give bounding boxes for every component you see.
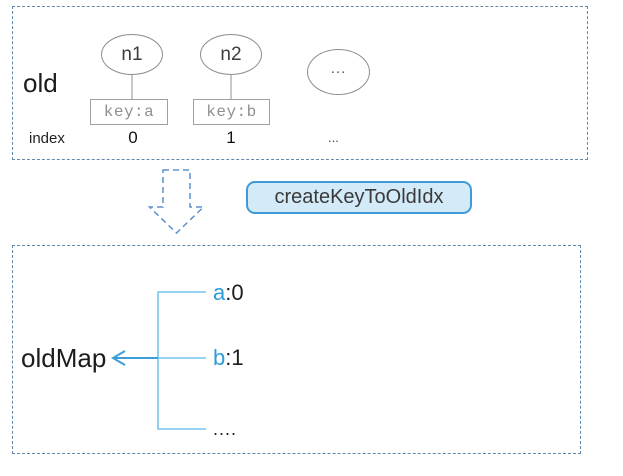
index-value-1: 1 <box>226 128 236 147</box>
map-entry-a-value: :0 <box>225 280 244 305</box>
node-n1: n1 <box>101 34 163 75</box>
map-entry-b: b:1 <box>213 344 244 371</box>
index-ellipsis: ... <box>328 130 339 145</box>
map-ellipsis: .... <box>213 419 238 439</box>
node-more-label: ... <box>330 59 347 77</box>
createKeyToOldIdx-button: createKeyToOldIdx <box>246 181 472 214</box>
old-list-box <box>12 6 588 160</box>
map-entry-a: a:0 <box>213 279 244 306</box>
index-label: index <box>29 130 65 147</box>
index-value-0: 0 <box>128 128 138 147</box>
key-b-box: key:b <box>193 99 270 125</box>
old-map-box <box>12 245 581 454</box>
dashed-down-arrow-icon <box>147 169 206 235</box>
key-a-label: key:a <box>103 103 155 121</box>
map-entry-b-key: b <box>213 345 226 370</box>
node-n1-label: n1 <box>121 43 143 65</box>
old-label: old <box>23 68 58 98</box>
key-a-box: key:a <box>90 99 168 125</box>
oldmap-label: oldMap <box>21 343 107 373</box>
map-entry-a-key: a <box>213 280 226 305</box>
node-n2-label: n2 <box>220 43 242 65</box>
node-more-ellipsis: ... <box>307 49 370 95</box>
node-n2: n2 <box>200 34 262 75</box>
key-b-label: key:b <box>206 103 257 121</box>
map-entry-b-value: :1 <box>225 345 244 370</box>
